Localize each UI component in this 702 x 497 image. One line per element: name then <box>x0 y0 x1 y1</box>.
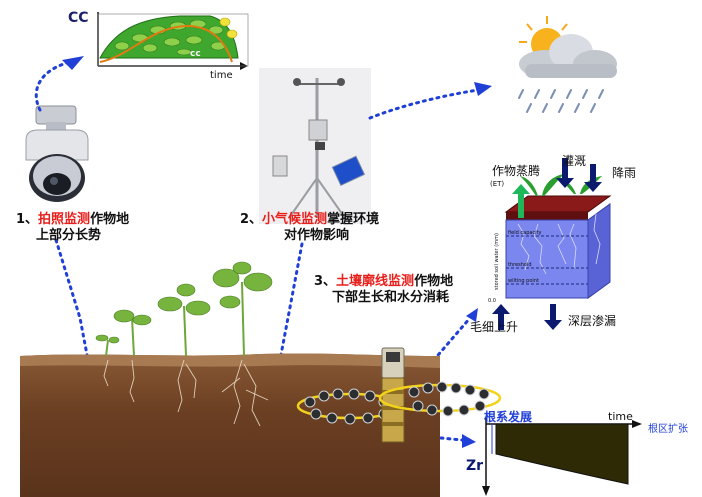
arrow-station-to-weather <box>368 88 480 120</box>
step2-rest: 掌握环境 <box>327 212 380 227</box>
soil-profile-image <box>20 261 440 497</box>
root-chart-title: 根系发展 <box>484 409 532 424</box>
stored-water-axis-label: stored soil water (mm) <box>494 233 500 290</box>
root-depth-label: Zr <box>466 458 483 474</box>
step2-line2: 对作物影响 <box>284 228 350 243</box>
step1-rest: 作物地 <box>90 212 130 227</box>
wilting-point-label: wilting point <box>508 278 539 284</box>
step2-highlight: 小气候监测 <box>262 212 328 227</box>
cc-axis-label: CC <box>68 10 89 26</box>
step1-highlight: 拍照监测 <box>38 212 91 227</box>
ptz-camera-image <box>25 105 89 202</box>
step3-number: 3、 <box>314 274 337 289</box>
weather-station-drawing <box>272 78 366 219</box>
step2-number: 2、 <box>240 212 263 227</box>
root-zone-expand-label: 根区扩张 <box>648 422 688 435</box>
step3-line2: 下部生长和水分消耗 <box>332 290 450 305</box>
step1-line2: 上部分长势 <box>36 228 102 243</box>
deep-percolation-label: 深层渗漏 <box>568 314 617 328</box>
arrow-camera-to-chart <box>34 60 72 112</box>
threshold-label: threshold <box>508 262 532 268</box>
soil-probe-image <box>378 347 502 443</box>
step3-label: 3、土壤廓线监测作物地 下部生长和水分消耗 <box>314 274 453 306</box>
root-chart-time-label: time <box>608 410 633 423</box>
soil-water-balance-diagram: field capacity threshold wilting point 0… <box>488 158 612 330</box>
arrow-label1-to-plant <box>54 238 90 362</box>
et-abbr-label: (ET) <box>490 180 505 188</box>
capillary-rise-label: 毛细上升 <box>470 320 519 334</box>
zero-label: 0.0 <box>488 298 496 304</box>
irrigation-label: 灌溉 <box>562 154 587 168</box>
step1-number: 1、 <box>16 212 39 227</box>
step1-label: 1、拍照监测作物地 上部分长势 <box>16 212 129 244</box>
cc-time-label: time <box>210 70 233 81</box>
rain-label: 降雨 <box>612 166 637 180</box>
et-label: 作物蒸腾 <box>492 164 541 178</box>
root-development-chart: 根系发展 time 根区扩张 Zr <box>466 409 688 496</box>
step2-label: 2、小气候监测掌握环境 对作物影响 <box>240 212 379 244</box>
canopy-cover-chart: CC cc time <box>68 10 249 81</box>
cc-curve-label: cc <box>190 49 201 59</box>
step3-highlight: 土壤廓线监测 <box>336 274 415 289</box>
rain-weather-icon <box>518 16 617 113</box>
field-capacity-label: field capacity <box>508 230 542 236</box>
arrow-label2-to-plant <box>278 242 304 362</box>
step3-rest: 作物地 <box>414 274 454 289</box>
